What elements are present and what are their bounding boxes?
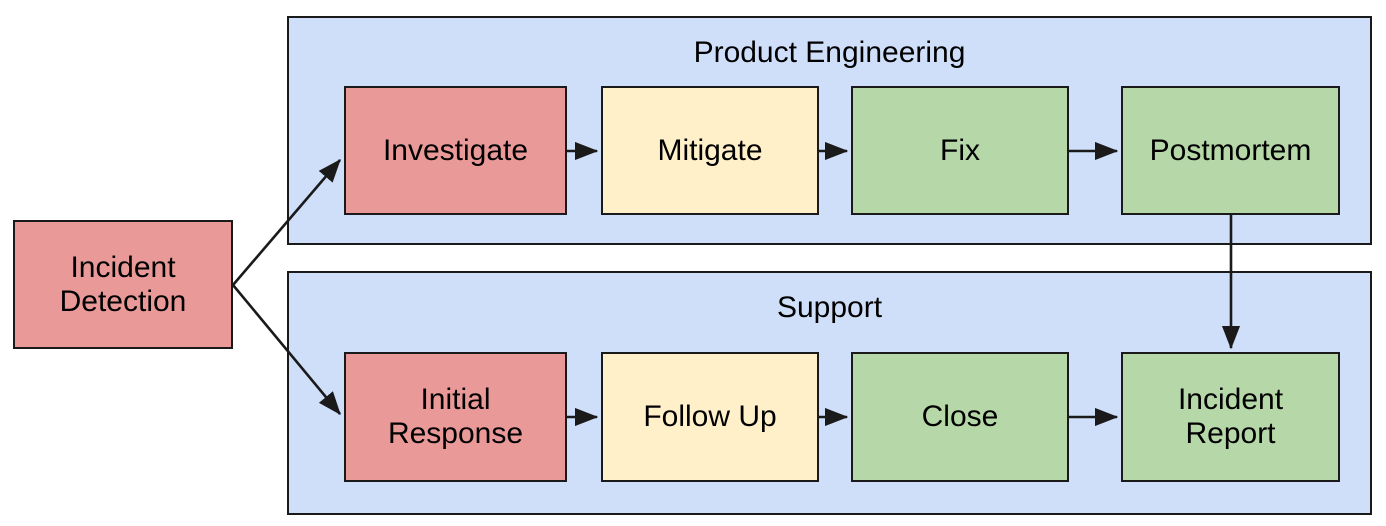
node-mitigate[interactable]: Mitigate — [601, 86, 819, 215]
node-mitigate-label: Mitigate — [657, 133, 763, 167]
node-investigate[interactable]: Investigate — [344, 86, 567, 215]
node-fix-label: Fix — [940, 133, 980, 167]
node-investigate-label: Investigate — [382, 133, 529, 167]
node-follow-up[interactable]: Follow Up — [601, 352, 819, 482]
node-postmortem[interactable]: Postmortem — [1121, 86, 1340, 215]
node-postmortem-label: Postmortem — [1149, 133, 1312, 167]
swimlane-product-engineering-title: Product Engineering — [693, 36, 966, 69]
node-fix[interactable]: Fix — [851, 86, 1069, 215]
node-close[interactable]: Close — [851, 352, 1069, 482]
swimlane-support-title: Support — [776, 291, 883, 324]
node-follow-up-label: Follow Up — [643, 400, 777, 434]
node-close-label: Close — [921, 400, 999, 434]
